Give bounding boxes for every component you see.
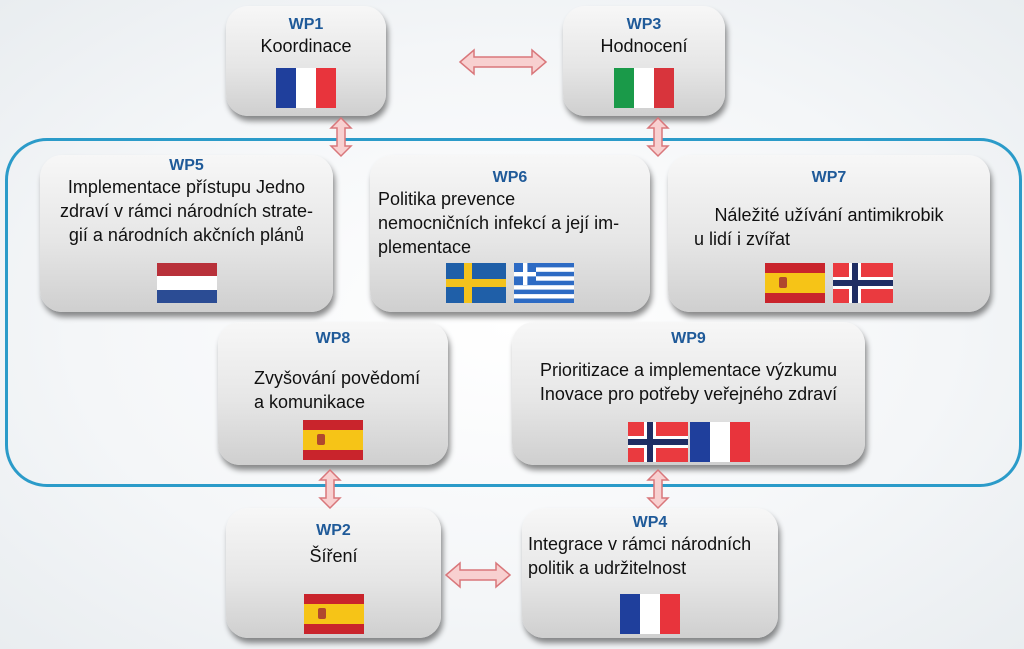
wp6-text-1: Politika prevence bbox=[378, 189, 516, 209]
wp4-flags bbox=[522, 594, 778, 634]
wp2-text: Šíření bbox=[309, 546, 358, 566]
flag-france-icon bbox=[620, 594, 680, 634]
double-arrow-wp2-wp4 bbox=[444, 561, 512, 589]
wp5-text-3: gií a národních akčních plánů bbox=[68, 225, 305, 245]
wp6-text-2: nemocničních infekcí a její im- bbox=[378, 213, 620, 233]
flag-spain-icon bbox=[303, 594, 364, 634]
wp8-text-1: Zvyšování povědomí bbox=[254, 368, 421, 388]
wp7-text-2: u lidí i zvířat bbox=[694, 229, 791, 249]
core-work-packages-group bbox=[5, 138, 1022, 487]
wp4-text-2: politik a udržitelnost bbox=[528, 558, 687, 578]
wp4-text-1: Integrace v rámci národních bbox=[528, 534, 752, 554]
double-arrow-wp3-core bbox=[646, 116, 670, 158]
wp6-text-3: plementace bbox=[378, 237, 472, 257]
wp7-label: WP7 bbox=[811, 169, 847, 186]
wp2-label: WP2 bbox=[316, 522, 351, 539]
wp1-flags bbox=[226, 68, 386, 108]
wp3-box: WP3 Hodnocení bbox=[563, 6, 725, 116]
wp6-label: WP6 bbox=[492, 169, 528, 186]
flag-italy-icon bbox=[614, 68, 674, 108]
wp9-box: WP9 Prioritizace a implementace výzkumu … bbox=[512, 322, 865, 465]
wp6-flags bbox=[370, 263, 650, 303]
wp5-flags bbox=[40, 263, 333, 303]
wp4-label: WP4 bbox=[632, 514, 668, 531]
double-arrow-core-wp4 bbox=[646, 468, 670, 510]
wp3-flags bbox=[563, 68, 725, 108]
flag-netherlands-icon bbox=[156, 263, 217, 303]
wp1-box: WP1 Koordinace bbox=[226, 6, 386, 116]
wp2-flags bbox=[226, 594, 441, 634]
flag-france-icon bbox=[276, 68, 336, 108]
wp8-text-2: a komunikace bbox=[254, 392, 366, 412]
wp7-flags bbox=[668, 263, 990, 303]
double-arrow-wp1-wp3 bbox=[458, 48, 548, 76]
flag-france-icon bbox=[689, 422, 750, 462]
wp6-box: WP6 Politika prevence nemocničních infek… bbox=[370, 155, 650, 312]
wp5-box: WP5 Implementace přístupu Jedno zdraví v… bbox=[40, 155, 333, 312]
double-arrow-wp1-core bbox=[329, 116, 353, 158]
flag-spain-icon bbox=[303, 420, 363, 460]
wp4-box: WP4 Integrace v rámci národních politik … bbox=[522, 508, 778, 638]
wp8-box: WP8 Zvyšování povědomí a komunikace bbox=[218, 322, 448, 465]
flag-spain-icon bbox=[765, 263, 825, 303]
flag-norway-icon bbox=[833, 263, 893, 303]
wp3-label: WP3 bbox=[626, 16, 662, 33]
wp5-text-2: zdraví v rámci národních strate- bbox=[59, 201, 314, 221]
wp2-box: WP2 Šíření bbox=[226, 508, 441, 638]
wp8-label: WP8 bbox=[315, 330, 351, 347]
wp3-text: Hodnocení bbox=[600, 36, 688, 56]
wp1-text: Koordinace bbox=[260, 36, 352, 56]
wp1-label: WP1 bbox=[288, 16, 324, 33]
wp5-label: WP5 bbox=[169, 157, 204, 174]
wp9-text-1: Prioritizace a implementace výzkumu bbox=[539, 360, 838, 380]
wp5-text-1: Implementace přístupu Jedno bbox=[67, 177, 306, 197]
wp9-text-2: Inovace pro potřeby veřejného zdraví bbox=[539, 384, 838, 404]
flag-sweden-icon bbox=[446, 263, 506, 303]
wp7-box: WP7 Náležité užívání antimikrobik u lidí… bbox=[668, 155, 990, 312]
double-arrow-core-wp2 bbox=[318, 468, 342, 510]
flag-norway-icon bbox=[627, 422, 688, 462]
wp9-label: WP9 bbox=[671, 330, 706, 347]
wp7-text-1: Náležité užívání antimikrobik bbox=[714, 205, 944, 225]
wp9-flags bbox=[512, 422, 865, 462]
wp8-flags bbox=[218, 420, 448, 460]
flag-greece-icon bbox=[514, 263, 574, 303]
